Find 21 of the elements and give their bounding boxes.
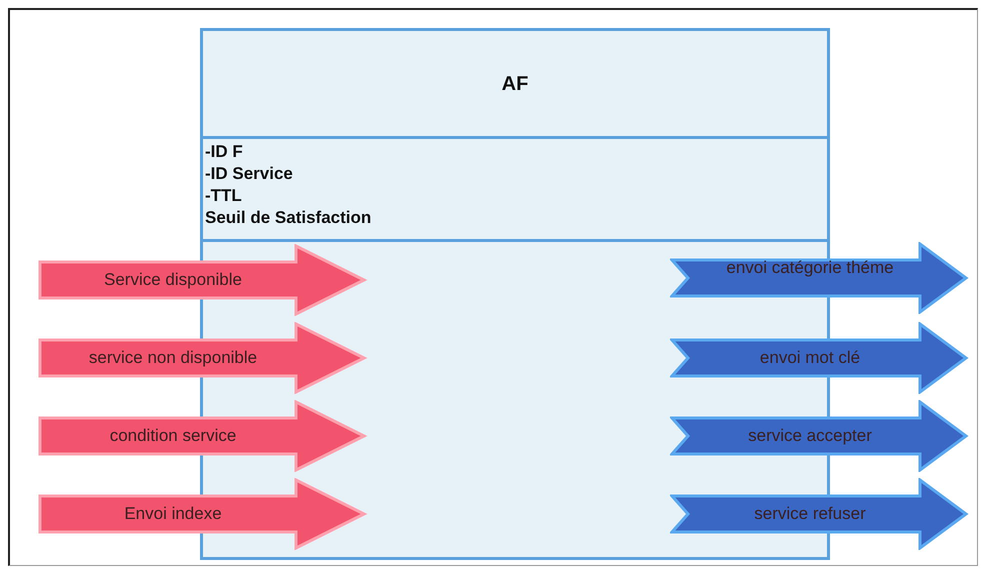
attribute-text: -ID F — [205, 141, 243, 163]
attribute-text: -ID Service — [205, 163, 293, 185]
pointed-banner — [670, 400, 970, 472]
arrow-label: condition service — [108, 426, 238, 446]
arrow-label: service refuser — [753, 504, 867, 524]
class-name: AF — [500, 73, 530, 96]
pointed-banner — [38, 244, 368, 316]
arrow-label: Envoi indexe — [123, 504, 223, 524]
arrow-label: service non disponible — [88, 348, 258, 368]
pointed-banner — [670, 322, 970, 394]
pointed-banner — [670, 478, 970, 550]
arrow-label: envoi mot clé — [758, 348, 862, 368]
attribute-text: -TTL — [205, 185, 242, 207]
attribute-text: Seuil de Satisfaction — [205, 207, 372, 229]
arrow-label: envoi catégorie théme — [725, 258, 895, 278]
arrow-label: Service disponible — [103, 270, 243, 290]
pointed-banner — [38, 478, 368, 550]
pointed-banner — [38, 400, 368, 472]
arrow-label: service accepter — [747, 426, 873, 446]
pointed-banner — [670, 242, 970, 314]
pointed-banner — [38, 322, 368, 394]
